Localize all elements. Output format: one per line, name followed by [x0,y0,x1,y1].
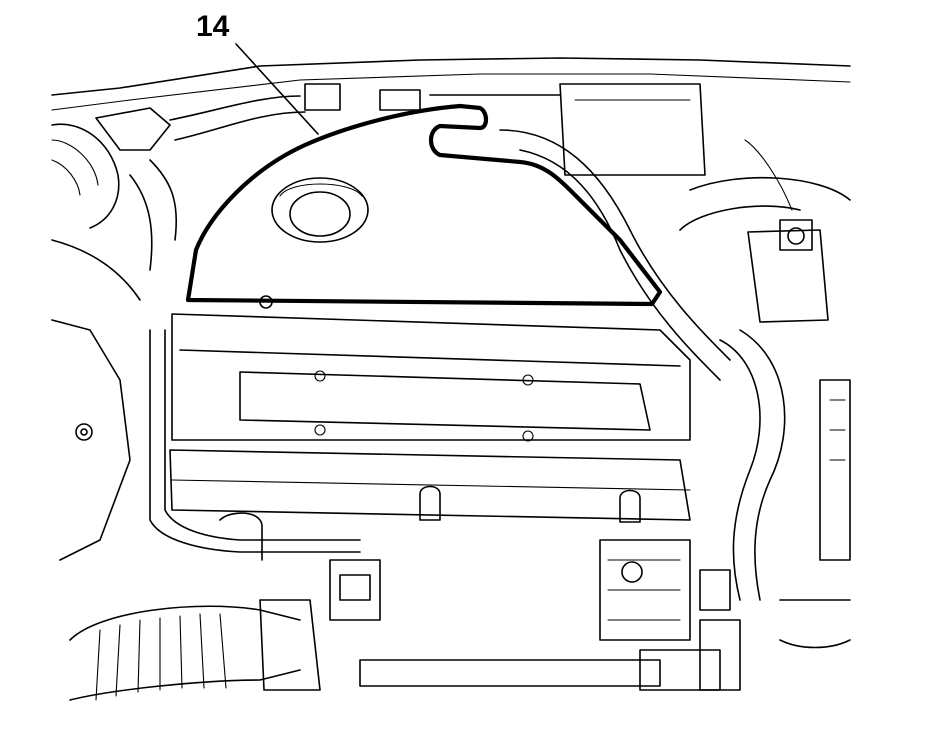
part-14-timing-cover [185,103,663,309]
valve-cover [169,313,691,523]
lower-fittings [599,539,851,691]
left-strut-tower [51,123,141,561]
upper-left-hoses [95,83,421,271]
callout-number-14: 14 [196,10,230,43]
hood-edge [51,57,851,111]
intake-bellows [69,599,321,701]
right-intake-hose [429,83,786,601]
brake-booster [679,139,851,561]
callout-leader [235,43,319,135]
